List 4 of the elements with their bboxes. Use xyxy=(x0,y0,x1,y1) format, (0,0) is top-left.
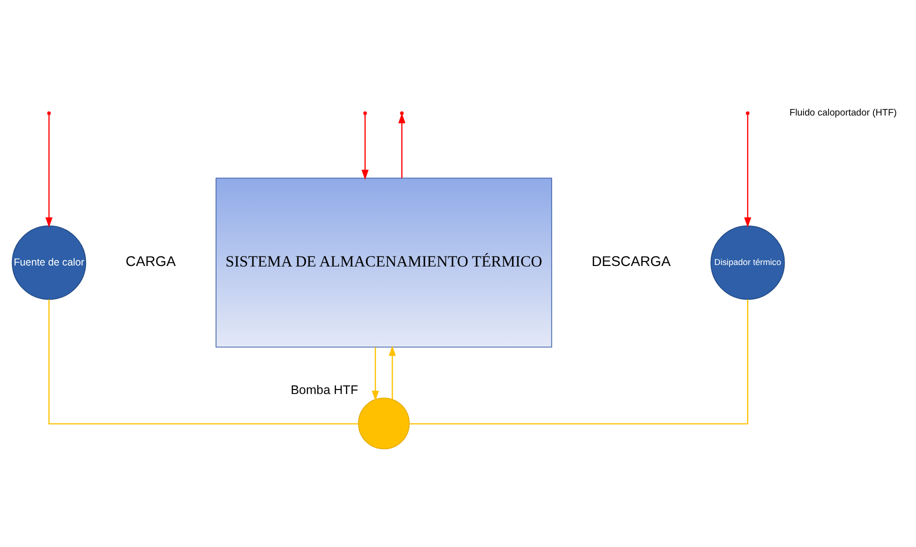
label: DESCARGA xyxy=(592,252,671,269)
label: Fluido caloportador (HTF) xyxy=(789,107,897,118)
label: CARGA xyxy=(126,252,176,269)
node-label: Bomba HTF xyxy=(290,382,358,396)
